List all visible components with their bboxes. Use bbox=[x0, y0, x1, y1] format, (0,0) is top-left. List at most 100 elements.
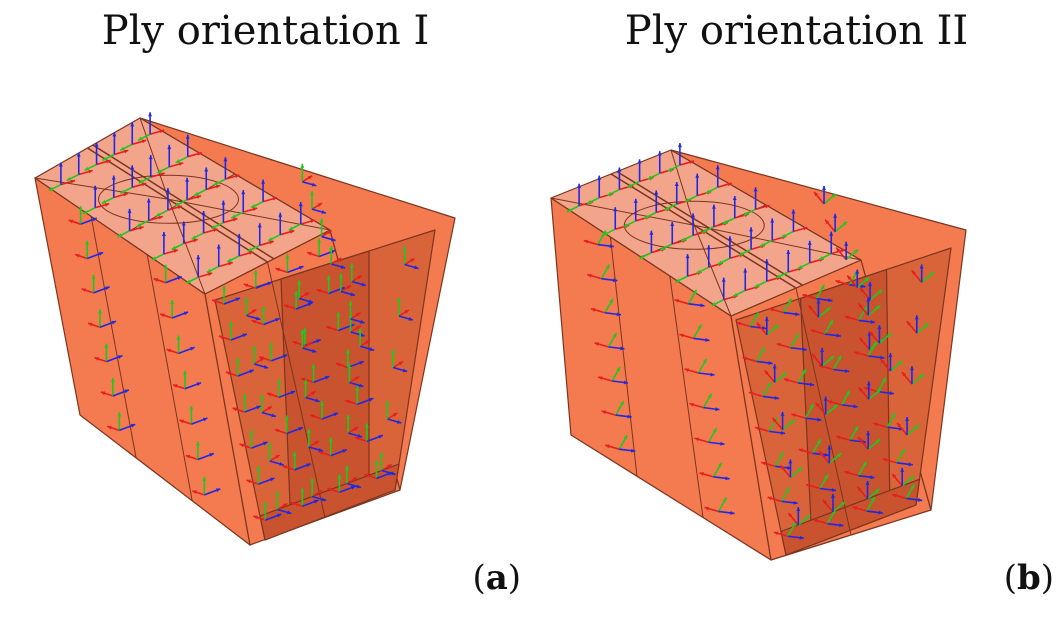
coordinate-triad-icon bbox=[345, 386, 374, 406]
coordinate-triad-icon bbox=[705, 165, 732, 194]
coordinate-triad-icon bbox=[84, 142, 111, 172]
coordinate-triad-icon bbox=[250, 179, 278, 209]
coordinate-triad-icon bbox=[137, 112, 165, 141]
side-face-right bbox=[670, 149, 967, 511]
coordinate-triad-icon bbox=[266, 379, 296, 398]
coordinate-triad-icon bbox=[896, 416, 920, 436]
top-radial-line bbox=[694, 224, 862, 261]
coordinate-triad-icon bbox=[797, 240, 824, 270]
coordinate-triad-icon bbox=[306, 429, 324, 452]
top-radial-line bbox=[550, 197, 695, 226]
coordinate-triad-icon bbox=[185, 255, 213, 284]
coordinate-triad-icon bbox=[694, 427, 725, 446]
coordinate-triad-icon bbox=[385, 401, 402, 424]
coordinate-triad-icon bbox=[742, 347, 773, 365]
coordinate-triad-icon bbox=[94, 343, 123, 363]
coordinate-triad-icon bbox=[290, 488, 319, 507]
coordinate-triad-icon bbox=[275, 491, 292, 515]
coordinate-triad-icon bbox=[891, 467, 915, 487]
coordinate-triad-icon bbox=[319, 218, 336, 242]
coordinate-triad-icon bbox=[347, 364, 364, 388]
coordinate-triad-icon bbox=[206, 244, 233, 274]
coordinate-triad-icon bbox=[791, 403, 822, 422]
coordinate-triad-icon bbox=[798, 438, 829, 457]
coordinate-triad-icon bbox=[310, 191, 327, 214]
coordinate-triad-icon bbox=[773, 521, 804, 540]
coordinate-triad-icon bbox=[815, 396, 839, 416]
coordinate-triad-icon bbox=[48, 162, 76, 192]
coordinate-triad-icon bbox=[259, 394, 277, 418]
coordinate-triad-icon bbox=[185, 441, 215, 461]
coordinate-triad-icon bbox=[327, 474, 356, 494]
coordinate-triad-icon bbox=[251, 306, 280, 326]
coordinate-triad-icon bbox=[239, 430, 268, 449]
coordinate-triad-icon bbox=[87, 309, 117, 329]
coordinate-triad-icon bbox=[811, 347, 835, 367]
coordinate-triad-icon bbox=[155, 188, 183, 217]
coordinate-triad-icon bbox=[275, 254, 304, 274]
coordinate-triad-icon bbox=[156, 144, 184, 174]
coordinate-triad-icon bbox=[805, 474, 837, 492]
panel-title: Ply orientation II bbox=[624, 8, 969, 54]
coordinate-triad-icon bbox=[175, 134, 202, 164]
coordinate-triad-icon bbox=[282, 451, 311, 471]
coordinate-triad-icon bbox=[674, 289, 705, 308]
coordinate-triad-icon bbox=[171, 221, 198, 251]
coordinate-triad-icon bbox=[159, 300, 189, 319]
coordinate-triad-icon bbox=[776, 333, 807, 352]
coordinate-triad-icon bbox=[402, 246, 419, 270]
ply-seam-line bbox=[146, 254, 193, 501]
top-ellipse-line bbox=[98, 174, 239, 224]
coordinate-triad-icon bbox=[787, 506, 811, 526]
top-radial-line bbox=[34, 177, 169, 200]
coordinate-triad-icon bbox=[335, 349, 365, 369]
coordinate-triad-icon bbox=[213, 157, 240, 186]
coordinate-triad-icon bbox=[179, 406, 208, 425]
coordinate-triad-icon bbox=[819, 355, 850, 373]
coordinate-triad-icon bbox=[813, 185, 837, 205]
coordinate-triad-icon bbox=[756, 316, 780, 336]
coordinate-triad-icon bbox=[857, 431, 881, 450]
coordinate-triad-icon bbox=[604, 434, 636, 453]
coordinate-triad-icon bbox=[844, 461, 875, 480]
coordinate-triad-icon bbox=[354, 423, 384, 443]
composite-box-model bbox=[34, 112, 456, 546]
coordinate-triad-icon bbox=[601, 400, 632, 419]
coordinate-triad-icon bbox=[846, 269, 870, 289]
coordinate-triad-icon bbox=[338, 273, 356, 297]
coordinate-triad-icon bbox=[102, 132, 129, 162]
coordinate-triad-icon bbox=[274, 415, 304, 435]
top-radial-line bbox=[168, 198, 331, 231]
coordinate-triad-icon bbox=[348, 300, 365, 324]
coordinate-triad-icon bbox=[344, 465, 362, 489]
coordinate-triad-icon bbox=[191, 211, 218, 240]
coordinate-triad-icon bbox=[247, 223, 274, 253]
coordinate-triad-icon bbox=[873, 412, 904, 431]
coordinate-triad-icon bbox=[300, 330, 317, 353]
coordinate-triad-icon bbox=[679, 324, 710, 342]
coordinate-triad-icon bbox=[151, 231, 179, 261]
coordinate-triad-icon bbox=[119, 122, 147, 152]
coordinate-triad-icon bbox=[844, 306, 876, 324]
coordinate-triad-icon bbox=[253, 502, 282, 521]
coordinate-triad-icon bbox=[81, 274, 110, 294]
coordinate-triad-icon bbox=[639, 230, 666, 260]
coordinate-triad-icon bbox=[863, 377, 894, 396]
coordinate-triad-icon bbox=[587, 264, 618, 283]
coordinate-triad-icon bbox=[764, 364, 788, 383]
coordinate-triad-icon bbox=[358, 328, 375, 352]
coordinate-triad-icon bbox=[318, 437, 348, 457]
coordinate-triad-icon bbox=[246, 466, 275, 485]
coordinate-triad-icon bbox=[892, 484, 923, 502]
coordinate-triad-icon bbox=[309, 400, 339, 420]
coordinate-triad-icon bbox=[107, 412, 136, 432]
coordinate-triad-icon bbox=[590, 298, 622, 317]
coordinate-triad-icon bbox=[824, 213, 848, 233]
coordinate-triad-icon bbox=[297, 280, 314, 304]
coordinate-triad-icon bbox=[807, 299, 831, 318]
coordinate-triad-icon bbox=[835, 425, 867, 444]
coordinate-triad-icon bbox=[364, 460, 393, 480]
coordinate-triad-icon bbox=[303, 379, 320, 403]
coordinate-triad-icon bbox=[767, 486, 798, 505]
coordinate-triad-icon bbox=[117, 208, 144, 238]
